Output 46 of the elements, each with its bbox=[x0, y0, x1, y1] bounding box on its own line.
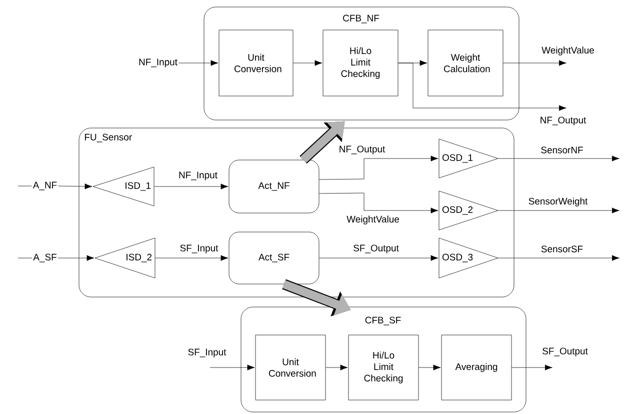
function-box: Unit Conversion bbox=[255, 334, 326, 400]
output-triangle: OSD_2 bbox=[438, 190, 498, 230]
input-triangle: ISD_1 bbox=[92, 166, 154, 206]
edge-label: WeightValue bbox=[540, 46, 596, 56]
arrow bbox=[498, 255, 620, 261]
edge-label: SensorNF bbox=[540, 146, 584, 154]
edge-label: SF_Input bbox=[186, 348, 228, 358]
arrow bbox=[319, 156, 438, 180]
function-box: Hi/Lo Limit Checking bbox=[348, 334, 419, 400]
arrow bbox=[58, 184, 92, 190]
arrow bbox=[210, 364, 255, 370]
function-box: Averaging bbox=[441, 334, 512, 400]
action-box: Act_SF bbox=[228, 232, 320, 284]
signal-label: NF_Input bbox=[139, 58, 178, 68]
function-box: Unit Conversion bbox=[218, 30, 294, 96]
edge-label: NF_Output bbox=[338, 144, 386, 156]
arrow bbox=[503, 60, 566, 66]
edge-label: SF_Output bbox=[352, 244, 400, 254]
function-box: Weight Calculation bbox=[428, 30, 504, 96]
arrow bbox=[319, 192, 438, 214]
arrow bbox=[498, 208, 620, 214]
edge-label: SensorSF bbox=[540, 244, 584, 254]
input-triangle: ISD_2 bbox=[94, 238, 156, 278]
output-triangle: OSD_3 bbox=[438, 238, 498, 278]
arrow bbox=[58, 255, 94, 261]
arrow bbox=[154, 184, 228, 190]
arrow bbox=[498, 156, 620, 162]
edge-label: SF_Input bbox=[178, 244, 220, 254]
arrow bbox=[178, 60, 218, 66]
action-box: Act_NF bbox=[228, 160, 320, 214]
signal-label: A_NF bbox=[18, 182, 57, 190]
function-box: Hi/Lo Limit Checking bbox=[322, 30, 398, 96]
arrow bbox=[398, 62, 566, 111]
arrow bbox=[418, 364, 441, 370]
edge-label: SF_Output bbox=[541, 346, 589, 358]
output-triangle: OSD_1 bbox=[438, 138, 498, 178]
edge-label: WeightValue bbox=[346, 214, 400, 226]
edge-label: NF_Output bbox=[538, 116, 588, 126]
edge-label: SensorWeight bbox=[527, 196, 589, 208]
edge-label: NF_Input bbox=[178, 170, 218, 182]
arrow bbox=[293, 60, 322, 66]
signal-label: A_SF bbox=[18, 254, 56, 262]
arrow bbox=[319, 255, 438, 261]
arrow bbox=[512, 364, 552, 370]
arrow bbox=[155, 255, 228, 261]
arrow bbox=[326, 364, 348, 370]
